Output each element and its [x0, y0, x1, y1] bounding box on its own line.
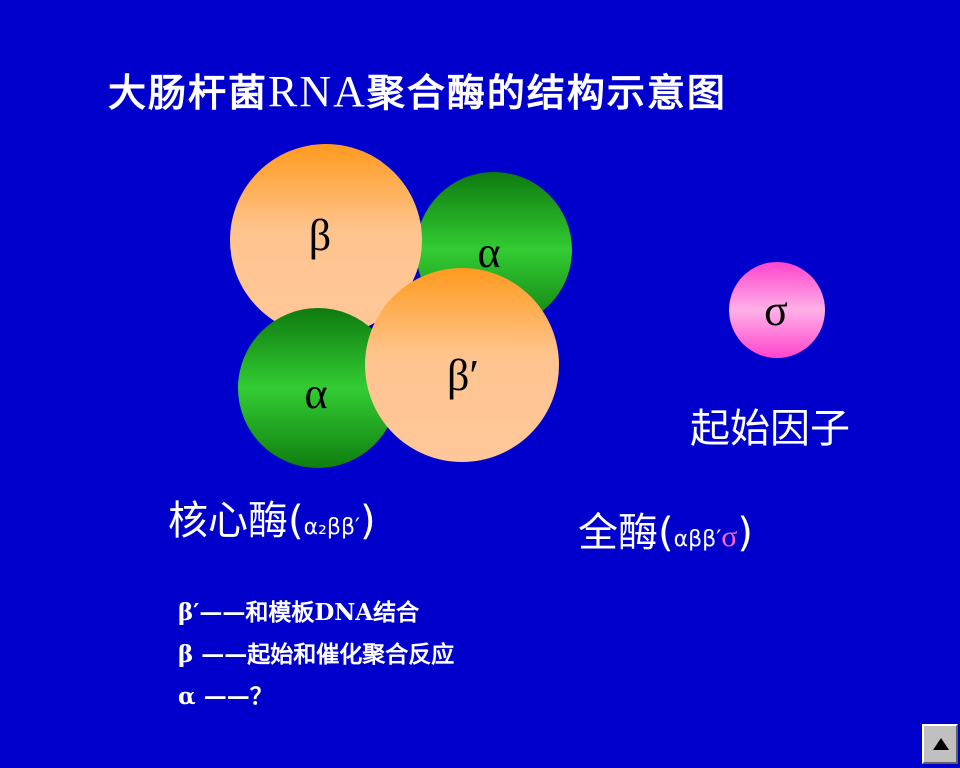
scroll-up-button[interactable]: [922, 724, 958, 764]
beta-prime-label: β′: [447, 351, 479, 400]
core-enzyme-formula: α₂ββ′: [303, 515, 361, 540]
holoenzyme-name: 全酶: [578, 510, 658, 556]
title-suffix: 聚合酶的结构示意图: [366, 71, 727, 115]
note-beta-prime: β′——和模板DNA结合: [178, 599, 420, 626]
holoenzyme-label: 全酶(αββ′σ): [578, 500, 753, 558]
alpha-top-label: α: [477, 228, 500, 277]
up-arrow-icon: [933, 738, 949, 750]
alpha-bottom-label: α: [304, 369, 327, 418]
beta-label: β: [309, 211, 331, 260]
beta-prime-subunit: [365, 268, 559, 462]
title-prefix: 大肠杆菌: [108, 71, 269, 115]
title-rna: RNA: [268, 67, 367, 116]
note-alpha: α ——？: [178, 683, 273, 710]
sigma-subunit: [729, 262, 825, 358]
beta-subunit: [230, 144, 422, 336]
core-enzyme-name: 核心酶: [168, 498, 288, 544]
holoenzyme-formula: αββ′: [673, 527, 722, 552]
sigma-label: σ: [764, 286, 788, 335]
page-title: 大肠杆菌RNA聚合酶的结构示意图: [108, 62, 888, 117]
initiation-factor-label: 起始因子: [690, 406, 850, 452]
note-beta: β ——起始和催化聚合反应: [178, 641, 455, 668]
core-enzyme-open-paren: (: [288, 498, 304, 544]
holoenzyme-close-paren: ): [737, 510, 753, 556]
holoenzyme-sigma: σ: [721, 520, 738, 553]
subunit-function-notes: β′——和模板DNA结合 β ——起始和催化聚合反应 α ——？: [178, 592, 454, 718]
alpha-bottom-subunit: [238, 308, 398, 468]
core-enzyme-close-paren: ): [360, 498, 376, 544]
holoenzyme-open-paren: (: [658, 510, 674, 556]
core-enzyme-label: 核心酶(α₂ββ′): [168, 488, 376, 546]
